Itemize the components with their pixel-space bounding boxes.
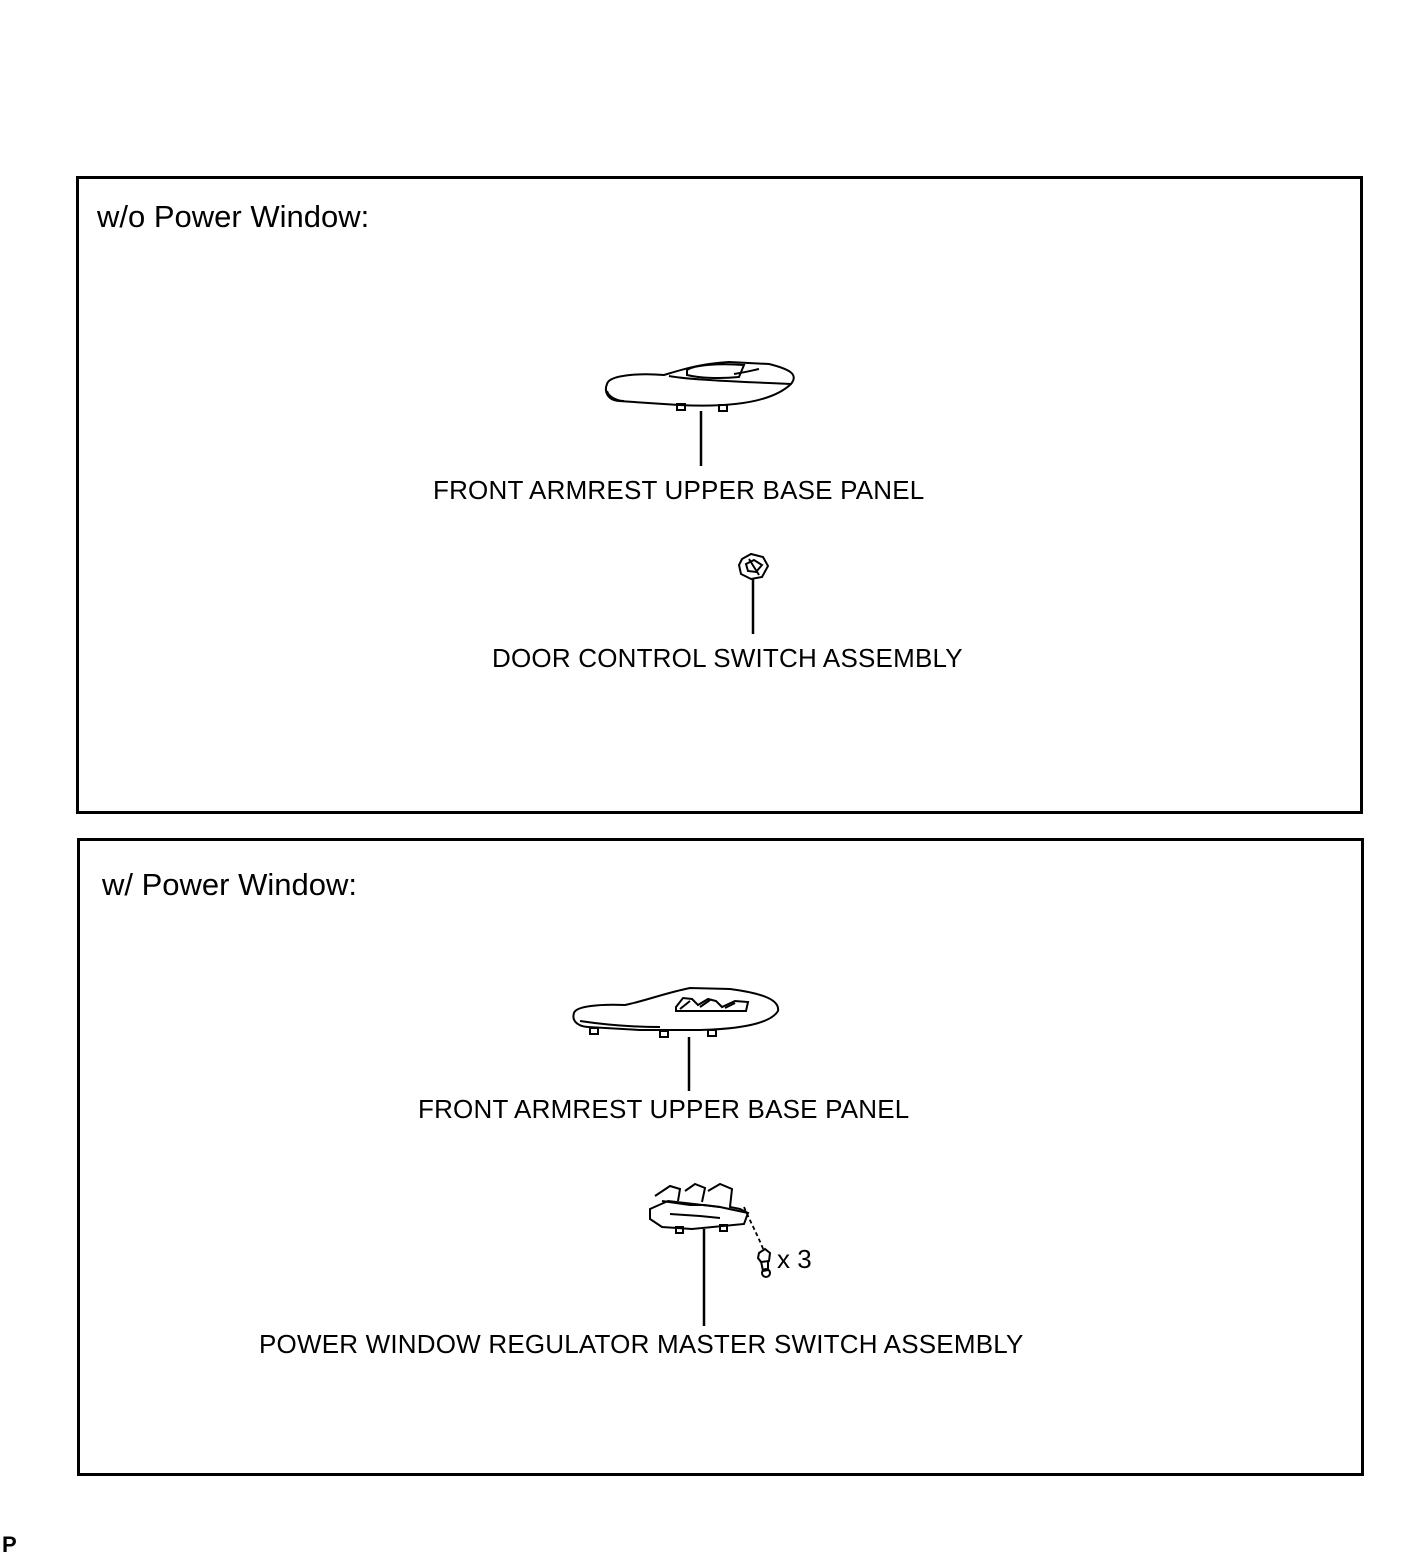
section-with-power-window: w/ Power Window: <box>77 838 1364 1476</box>
master-switch-icon <box>649 1182 750 1234</box>
screw-path-line <box>743 1206 765 1252</box>
armrest-panel-icon <box>572 986 780 1038</box>
door-switch-icon <box>737 552 770 581</box>
screw-icon <box>756 1247 772 1278</box>
section-title: w/o Power Window: <box>97 199 370 234</box>
section-without-power-window: w/o Power Window: FRONT ARMREST UPPER BA… <box>76 176 1363 814</box>
bottom-panel-illustration <box>572 986 780 1326</box>
section-title: w/ Power Window: <box>102 867 357 902</box>
part-label-master-switch: POWER WINDOW REGULATOR MASTER SWITCH ASS… <box>259 1329 1024 1359</box>
fastener-quantity-label: x 3 <box>777 1244 812 1274</box>
part-label-door-control-switch: DOOR CONTROL SWITCH ASSEMBLY <box>492 643 963 673</box>
part-label-armrest-panel: FRONT ARMREST UPPER BASE PANEL <box>433 475 925 505</box>
armrest-panel-icon <box>604 360 795 412</box>
part-label-armrest-panel: FRONT ARMREST UPPER BASE PANEL <box>418 1094 910 1124</box>
figure-code: P <box>2 1532 17 1557</box>
top-panel-illustration <box>604 360 795 634</box>
